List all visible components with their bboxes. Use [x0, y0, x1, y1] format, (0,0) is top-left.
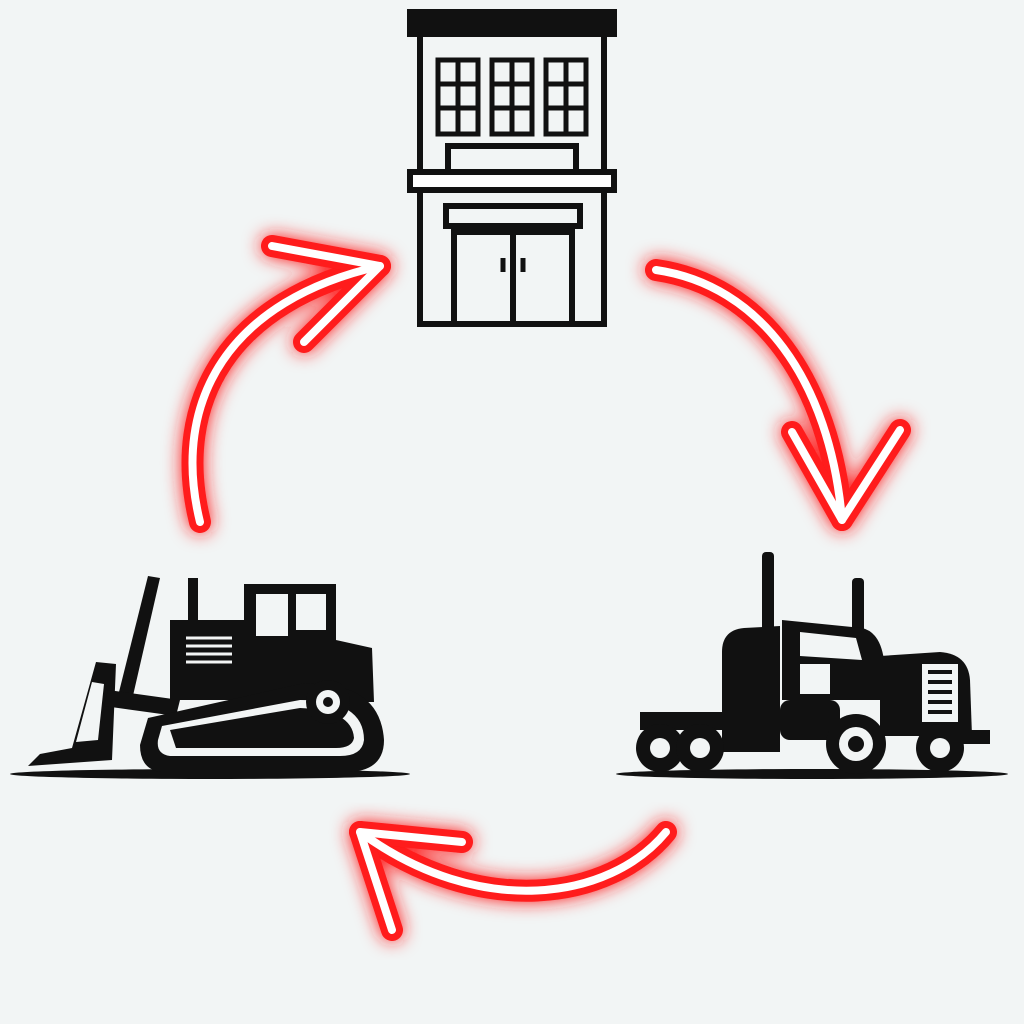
- semi-truck-icon: [616, 552, 1008, 779]
- storefront-building-icon: [407, 9, 617, 327]
- arrows: [181, 235, 911, 941]
- arrow-building-to-truck: [645, 259, 911, 531]
- arrow-bulldozer-to-building: [181, 235, 391, 533]
- truck-wheels: [636, 714, 964, 774]
- arrow-truck-to-bulldozer: [349, 821, 677, 941]
- bulldozer-icon: [10, 576, 410, 779]
